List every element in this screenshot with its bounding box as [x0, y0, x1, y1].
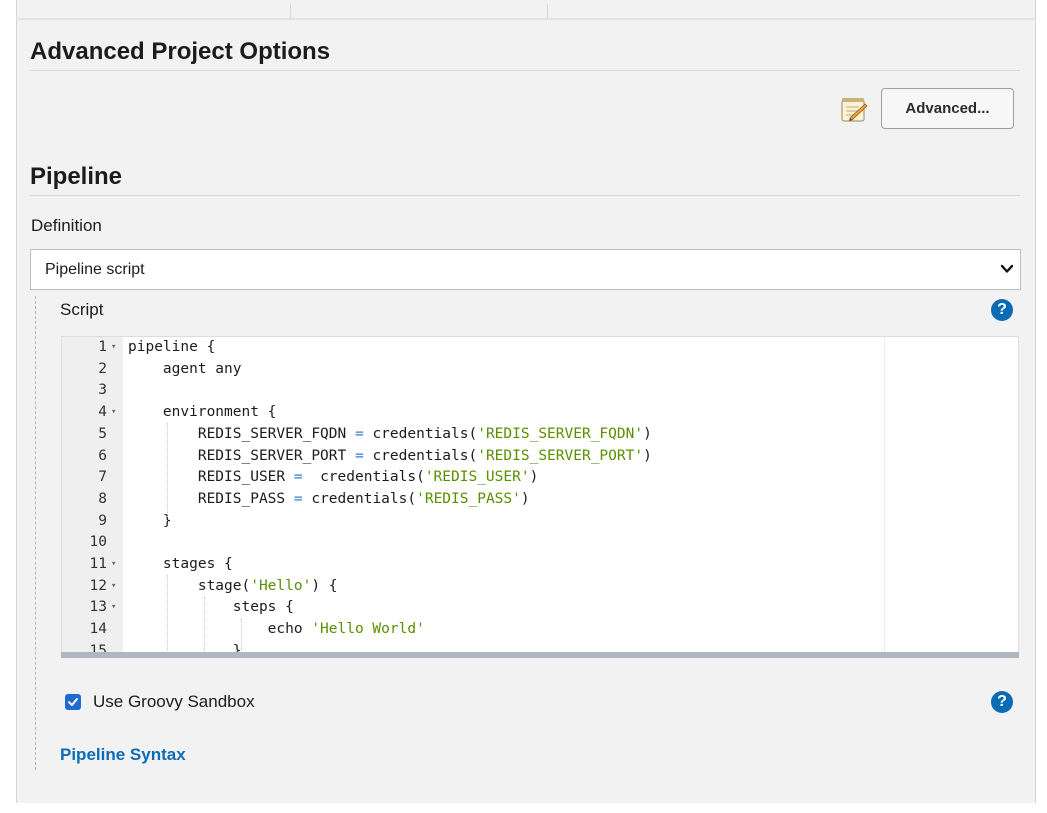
code-line[interactable]: 11 ▾ stages {	[62, 554, 1018, 576]
code-text: agent any	[128, 360, 242, 377]
code-line[interactable]: 3	[62, 380, 1018, 402]
fold-toggle-icon[interactable]: ▾	[111, 559, 117, 569]
code-line[interactable]: 12 ▾ stage('Hello') {	[62, 576, 1018, 598]
advanced-button[interactable]: Advanced...	[881, 88, 1014, 129]
indent-guide	[167, 575, 168, 656]
code-text: echo 'Hello World'	[128, 621, 425, 638]
definition-label: Definition	[31, 216, 102, 235]
code-text: }	[128, 512, 172, 529]
code-line[interactable]: 2 agent any	[62, 359, 1018, 381]
code-text: }	[128, 642, 242, 657]
code-text: environment {	[128, 404, 277, 421]
indent-guide	[241, 619, 242, 656]
code-line[interactable]: 14 echo 'Hello World'	[62, 619, 1018, 641]
code-line[interactable]: 1 ▾ pipeline {	[62, 337, 1018, 359]
script-help-icon[interactable]: ?	[991, 299, 1013, 321]
code-line[interactable]: 9 }	[62, 511, 1018, 533]
code-text: REDIS_USER = credentials('REDIS_USER')	[128, 469, 539, 486]
line-number: 12	[89, 577, 107, 594]
line-number: 6	[98, 447, 107, 464]
line-number: 3	[98, 382, 107, 399]
line-number: 5	[98, 425, 107, 442]
line-number: 9	[98, 512, 107, 529]
fold-toggle-icon[interactable]: ▾	[111, 602, 117, 613]
code-text: pipeline {	[128, 339, 216, 355]
code-line[interactable]: 10	[62, 532, 1018, 554]
fold-toggle-icon[interactable]: ▾	[111, 407, 117, 418]
print-margin	[884, 337, 885, 656]
sandbox-help-icon[interactable]: ?	[991, 691, 1013, 713]
line-number: 4	[98, 404, 107, 421]
config-tabs-strip	[16, 0, 1034, 20]
code-line[interactable]: 13 ▾ steps {	[62, 597, 1018, 619]
pipeline-title: Pipeline	[30, 163, 123, 190]
line-number: 8	[98, 490, 107, 507]
code-text: steps {	[128, 599, 294, 616]
section-divider	[30, 70, 1020, 71]
section-divider	[30, 195, 1020, 196]
code-text: stage('Hello') {	[128, 577, 338, 594]
line-number: 2	[98, 360, 107, 377]
line-number: 14	[89, 621, 107, 638]
line-number: 7	[98, 469, 107, 486]
code-line[interactable]: 5 REDIS_SERVER_FQDN = credentials('REDIS…	[62, 424, 1018, 446]
groovy-sandbox-checkbox[interactable]	[65, 694, 81, 710]
indent-guide	[167, 423, 168, 517]
code-text: REDIS_SERVER_PORT = credentials('REDIS_S…	[128, 447, 652, 464]
line-number: 11	[89, 556, 107, 572]
code-line[interactable]: 6 REDIS_SERVER_PORT = credentials('REDIS…	[62, 446, 1018, 468]
tab-divider	[547, 4, 548, 18]
pipeline-syntax-link[interactable]: Pipeline Syntax	[60, 745, 186, 764]
code-line[interactable]: 8 REDIS_PASS = credentials('REDIS_PASS')	[62, 489, 1018, 511]
check-icon	[68, 698, 78, 706]
groovy-sandbox-label: Use Groovy Sandbox	[93, 692, 255, 711]
editor-scrollbar[interactable]	[61, 652, 1019, 658]
line-number: 1	[98, 339, 107, 355]
line-number: 10	[89, 534, 107, 551]
fold-toggle-icon[interactable]: ▾	[111, 580, 117, 591]
advanced-options-title: Advanced Project Options	[30, 38, 331, 65]
tab-divider	[290, 4, 291, 18]
chevron-down-icon	[1000, 264, 1014, 273]
editor-gutter	[62, 337, 123, 656]
code-line[interactable]: 4 ▾ environment {	[62, 402, 1018, 424]
script-label: Script	[60, 300, 104, 319]
code-text: stages {	[128, 556, 233, 572]
notepad-edit-icon[interactable]	[838, 93, 870, 125]
code-text: REDIS_SERVER_FQDN = credentials('REDIS_S…	[128, 425, 652, 442]
code-line[interactable]: 7 REDIS_USER = credentials('REDIS_USER')	[62, 467, 1018, 489]
definition-select[interactable]: Pipeline script	[30, 249, 1021, 290]
nesting-indicator	[35, 296, 36, 770]
line-number: 13	[89, 599, 107, 616]
indent-guide	[204, 597, 205, 656]
code-text: REDIS_PASS = credentials('REDIS_PASS')	[128, 490, 530, 507]
definition-selected-value: Pipeline script	[45, 261, 145, 278]
fold-toggle-icon[interactable]: ▾	[111, 342, 117, 352]
